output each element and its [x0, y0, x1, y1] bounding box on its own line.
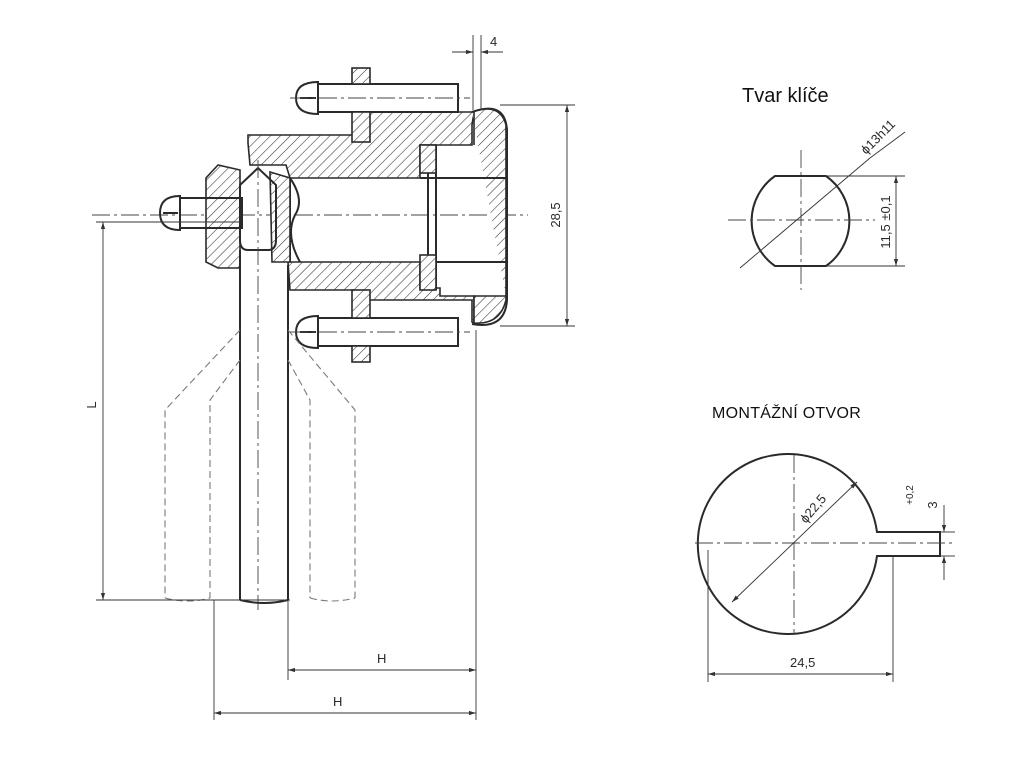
dim-H-inner: H [377, 651, 386, 666]
alternate-positions [164, 329, 356, 602]
key-pin [239, 160, 289, 610]
break-line [289, 177, 301, 263]
dim-H-outer: H [333, 694, 342, 709]
lock-assembly-section [92, 67, 528, 610]
flange-outline [471, 107, 508, 326]
dim-hole-width: 24,5 [790, 655, 815, 670]
housing-section-lower [287, 261, 475, 325]
assembly-dimensions: 4 28,5 L H H [84, 34, 575, 720]
dim-4: 4 [490, 34, 497, 49]
screw-top [290, 67, 470, 143]
inner-ring-bottom [419, 254, 437, 291]
dim-hole-diameter: ϕ22,5 [797, 491, 829, 526]
lever-block [205, 164, 241, 269]
dim-key-diameter: ϕ13h11 [858, 116, 899, 157]
dim-28-5: 28,5 [548, 202, 563, 227]
dim-slot-width: 3 [925, 501, 940, 508]
key-shape-view: ϕ13h11 11,5 ±0,1 [728, 116, 906, 290]
mounting-hole-view: ϕ22,5 24,5 3 +0,2 [695, 453, 955, 682]
mounting-hole-title: MONTÁŽNÍ OTVOR [712, 405, 862, 422]
key-shape-title: Tvar klíče [742, 85, 829, 107]
screw-bottom [290, 289, 470, 363]
dim-L: L [84, 401, 99, 408]
hole-profile [696, 453, 941, 635]
key-profile [750, 175, 851, 267]
front-flange [471, 108, 507, 324]
dim-key-flat: 11,5 ±0,1 [878, 195, 893, 248]
inner-ring-top [419, 144, 437, 174]
dim-slot-tol: +0,2 [905, 485, 916, 505]
screw-side [158, 194, 243, 232]
